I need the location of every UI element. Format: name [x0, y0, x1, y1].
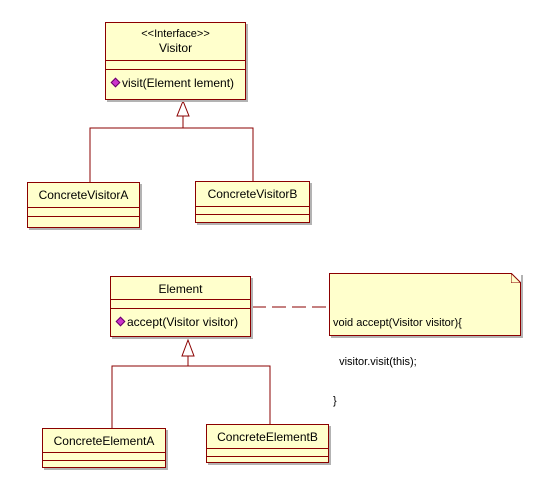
element-accept-operation[interactable]: accept(Visitor visitor) [127, 315, 239, 329]
concrete-visitor-b-name: ConcreteVisitorB [207, 187, 298, 201]
note-line-1: void accept(Visitor visitor){ [333, 317, 462, 329]
note-line-3: } [333, 395, 337, 407]
concrete-visitor-b-name-compartment: ConcreteVisitorB [196, 182, 309, 207]
concrete-element-a-name: ConcreteElementA [53, 434, 155, 448]
concrete-element-b-attribute-compartment [207, 449, 328, 457]
concrete-visitor-b-attribute-compartment [196, 207, 309, 215]
generalization-arrowhead-element [181, 338, 195, 357]
generalization-line-visitor-b [183, 127, 254, 181]
public-operation-icon [115, 316, 126, 327]
concrete-element-a-name-compartment: ConcreteElementA [43, 429, 165, 453]
visitor-operation-compartment: visit(Element lement) [106, 70, 245, 90]
public-operation-icon [110, 77, 121, 88]
visitor-interface-class[interactable]: <<Interface>> Visitor visit(Element leme… [105, 22, 246, 100]
concrete-element-a-operation-compartment [43, 461, 165, 467]
concrete-element-a-class[interactable]: ConcreteElementA [42, 428, 166, 468]
concrete-visitor-b-operation-compartment [196, 215, 309, 222]
concrete-visitor-a-name: ConcreteVisitorA [38, 188, 129, 202]
generalization-line-visitor-a [89, 116, 184, 182]
generalization-line-element-a [111, 356, 189, 428]
concrete-element-b-class[interactable]: ConcreteElementB [206, 424, 329, 463]
generalization-line-element-b [188, 365, 271, 424]
accept-implementation-note[interactable]: void accept(Visitor visitor){ visitor.vi… [329, 273, 521, 407]
visitor-class-name: Visitor [158, 41, 193, 55]
visitor-visit-operation[interactable]: visit(Element lement) [122, 76, 235, 90]
element-class-name: Element [158, 282, 203, 296]
visitor-name-compartment: <<Interface>> Visitor [106, 23, 245, 61]
element-generalization [111, 338, 271, 428]
visitor-generalization [89, 99, 254, 182]
concrete-element-a-attribute-compartment [43, 453, 165, 461]
concrete-visitor-b-class[interactable]: ConcreteVisitorB [195, 181, 310, 223]
element-class[interactable]: Element accept(Visitor visitor) [110, 276, 251, 337]
concrete-visitor-a-name-compartment: ConcreteVisitorA [28, 183, 139, 208]
concrete-element-b-operation-compartment [207, 457, 328, 462]
concrete-visitor-a-operation-compartment [28, 217, 139, 227]
concrete-element-b-name: ConcreteElementB [217, 430, 318, 444]
concrete-element-b-name-compartment: ConcreteElementB [207, 425, 328, 449]
folded-corner-icon [511, 273, 521, 283]
element-operation-compartment: accept(Visitor visitor) [111, 309, 250, 329]
concrete-visitor-a-class[interactable]: ConcreteVisitorA [27, 182, 140, 228]
concrete-visitor-a-attribute-compartment [28, 208, 139, 217]
element-attribute-compartment [111, 300, 250, 309]
element-name-compartment: Element [111, 277, 250, 300]
visitor-stereotype: <<Interface>> [141, 28, 210, 40]
note-line-2: visitor.visit(this); [333, 356, 417, 368]
visitor-attribute-compartment [106, 61, 245, 70]
generalization-arrowhead-visitor [176, 99, 190, 117]
